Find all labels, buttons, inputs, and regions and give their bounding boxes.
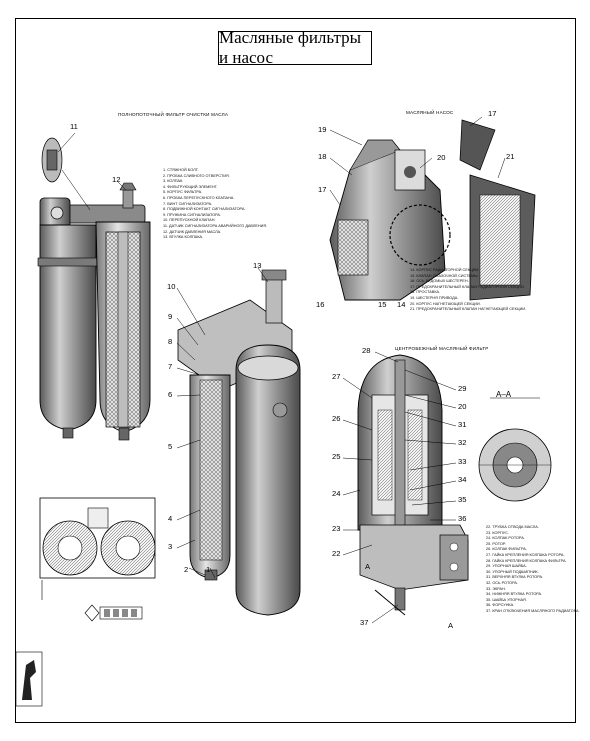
centrifugal-filter-title: ЦЕНТРОБЕЖНЫЙ МАСЛЯНЫЙ ФИЛЬТР: [395, 346, 489, 351]
callout-25: 25: [332, 452, 341, 461]
callout-20-centrifuge: 20: [458, 402, 467, 411]
callout-6: 6: [168, 390, 173, 399]
callout-16: 16: [316, 300, 325, 309]
filter-assembly-center: [177, 269, 301, 616]
legend-item: 34. НИЖНЯЯ ВТУЛКА РОТОРА.: [486, 592, 543, 597]
callout-28: 28: [362, 346, 371, 355]
legend-item: 27. ГАЙКА КРЕПЛЕНИЯ КОЛПАКА РОТОРА.: [486, 552, 565, 557]
oil-pump-title: МАСЛЯНЫЙ НАСОС: [406, 110, 454, 115]
legend-item: 5. КОРПУС ФИЛЬТРА.: [163, 190, 203, 195]
callout-10: 10: [167, 282, 176, 291]
filter-assembly-left: [37, 137, 151, 441]
legend-full-flow-filter: 1. СТЯЖНОЙ БОЛТ. 2. ПРОБКА СЛИВНОГО ОТВЕ…: [163, 168, 267, 241]
callout-9: 9: [168, 312, 173, 321]
callout-24: 24: [332, 489, 341, 498]
legend-item: 25. РОТОР.: [486, 541, 506, 546]
callout-26: 26: [332, 414, 341, 423]
sheet-title: Масляные фильтры и насос: [218, 28, 372, 67]
callout-19: 19: [318, 125, 327, 134]
callout-23: 23: [332, 524, 341, 533]
legend-item: 26. КОЛПАК ФИЛЬТРА.: [486, 547, 527, 552]
legend-item: 2. ПРОБКА СЛИВНОГО ОТВЕРСТИЯ.: [163, 173, 230, 178]
centrifugal-filter-drawing: [357, 354, 552, 616]
legend-item: 1. СТЯЖНОЙ БОЛТ.: [163, 168, 199, 172]
callout-22: 22: [332, 549, 341, 558]
legend-item: 14. КОРПУС РАДИАТОРНОЙ СЕКЦИИ.: [410, 268, 480, 272]
callout-12: 12: [112, 175, 121, 184]
legend-item: 11. ДАТЧИК СИГНАЛИЗАТОРА АВАРИЙНОГО ДАВЛ…: [163, 223, 268, 228]
legend-centrifugal-filter: 22. ТРУБКА ОТВОДА МАСЛА. 23. КОРПУС. 24.…: [486, 525, 580, 615]
legend-oil-pump: 14. КОРПУС РАДИАТОРНОЙ СЕКЦИИ. 15. КЛАПА…: [410, 268, 526, 313]
callout-7: 7: [168, 362, 173, 371]
callout-13: 13: [253, 261, 262, 270]
callout-31: 31: [458, 420, 467, 429]
callout-3: 3: [168, 542, 173, 551]
callout-18: 18: [318, 152, 327, 161]
legend-item: 31. ВЕРХНЯЯ ВТУЛКА РОТОРА.: [486, 575, 544, 580]
callout-27: 27: [332, 372, 341, 381]
full-flow-filter-title: ПОЛНОПОТОЧНЫЙ ФИЛЬТР ОЧИСТКИ МАСЛА: [118, 112, 229, 117]
legend-item: 37. КРАН ОТКЛЮЧЕНИЯ МАСЛЯНОГО РАДИАТОРА.: [486, 608, 580, 613]
callout-21: 21: [506, 152, 515, 161]
filter-cross-section: [39, 497, 156, 622]
section-aa-label: А–А: [496, 390, 512, 399]
callout-35: 35: [458, 495, 467, 504]
legend-item: 36. ФОРСУНКА.: [486, 603, 515, 608]
legend-item: 19. ШЕСТЕРНЯ ПРИВОДА.: [410, 295, 459, 300]
callout-36: 36: [458, 514, 467, 523]
section-mark-a-right: А: [448, 621, 454, 630]
legend-item: 24. КОЛПАК РОТОРА.: [486, 536, 525, 541]
legend-item: 7. ВИНТ СИГНАЛИЗАТОРА.: [163, 201, 213, 206]
legend-item: 20. КОРПУС НАГНЕТАЮЩЕЙ СЕКЦИИ.: [410, 301, 481, 306]
oil-pump-drawing: [329, 119, 536, 301]
legend-item: 12. ДАТЧИК ДАВЛЕНИЯ МАСЛА.: [163, 229, 222, 234]
publisher-logo: [15, 651, 43, 707]
legend-item: 21. ПРЕДОХРАНИТЕЛЬНЫЙ КЛАПАН НАГНЕТАЮЩЕЙ…: [410, 307, 527, 312]
callout-37: 37: [360, 618, 369, 627]
callout-2: 2: [184, 565, 189, 574]
legend-item: 10. ПЕРЕПУСКНОЙ КЛАПАН.: [163, 218, 216, 223]
legend-item: 33. ЭКРАН.: [486, 586, 506, 591]
legend-item: 6. ПРОБКА ПЕРЕПУСКНОГО КЛАПАНА.: [163, 195, 235, 200]
callout-5: 5: [168, 442, 173, 451]
legend-item: 35. ШАЙБА УПОРНАЯ.: [486, 597, 527, 602]
legend-item: 13. ВТУЛКА КОЛПАКА.: [163, 235, 204, 240]
legend-item: 8. ПОДВИЖНОЙ КОНТАКТ СИГНАЛИЗАТОРА.: [163, 207, 246, 212]
callout-4: 4: [168, 514, 173, 523]
callout-1: 1: [206, 565, 211, 574]
legend-item: 16. ОСЬ ВЕДОМЫХ ШЕСТЕРЕН.: [410, 279, 469, 284]
callout-11: 11: [70, 122, 78, 131]
callout-15: 15: [378, 300, 387, 309]
callout-14: 14: [397, 300, 406, 309]
legend-item: 9. ПРУЖИНА СИГНАЛИЗАТОРА.: [163, 212, 221, 217]
callout-33: 33: [458, 457, 467, 466]
callout-32: 32: [458, 438, 467, 447]
legend-item: 30. УПОРНЫЙ ПОДШИПНИК.: [486, 569, 539, 574]
callout-8: 8: [168, 337, 173, 346]
leader-lines: [57, 116, 506, 624]
callout-29: 29: [458, 384, 467, 393]
callout-20-pump: 20: [437, 153, 446, 162]
legend-item: 28. ГАЙКА КРЕПЛЕНИЯ КОЛПАКА ФИЛЬТРА.: [486, 558, 567, 563]
sheet-frame: [15, 18, 576, 723]
legend-item: 18. ПРОСТАВКА.: [410, 290, 441, 295]
legend-item: 3. КОЛПАК.: [163, 179, 184, 184]
legend-item: 23. КОРПУС.: [486, 530, 509, 535]
legend-item: 22. ТРУБКА ОТВОДА МАСЛА.: [486, 525, 539, 529]
callout-17-exploded: 17: [488, 109, 497, 118]
legend-item: 29. УПОРНАЯ ШАЙБА.: [486, 564, 527, 569]
callout-34: 34: [458, 475, 467, 484]
legend-item: 32. ОСЬ РОТОРА.: [486, 580, 518, 585]
legend-item: 17. ПРЕДОХРАНИТЕЛЬНЫЙ КЛАПАН РАДИАТОРНОЙ…: [410, 284, 525, 289]
section-mark-a-left: А: [365, 562, 371, 571]
callout-17-pump: 17: [318, 185, 327, 194]
legend-item: 15. КЛАПАН СМАЗОЧНОЙ СИСТЕМЫ.: [410, 273, 479, 278]
legend-item: 4. ФИЛЬТРУЮЩИЙ ЭЛЕМЕНТ.: [163, 184, 218, 189]
